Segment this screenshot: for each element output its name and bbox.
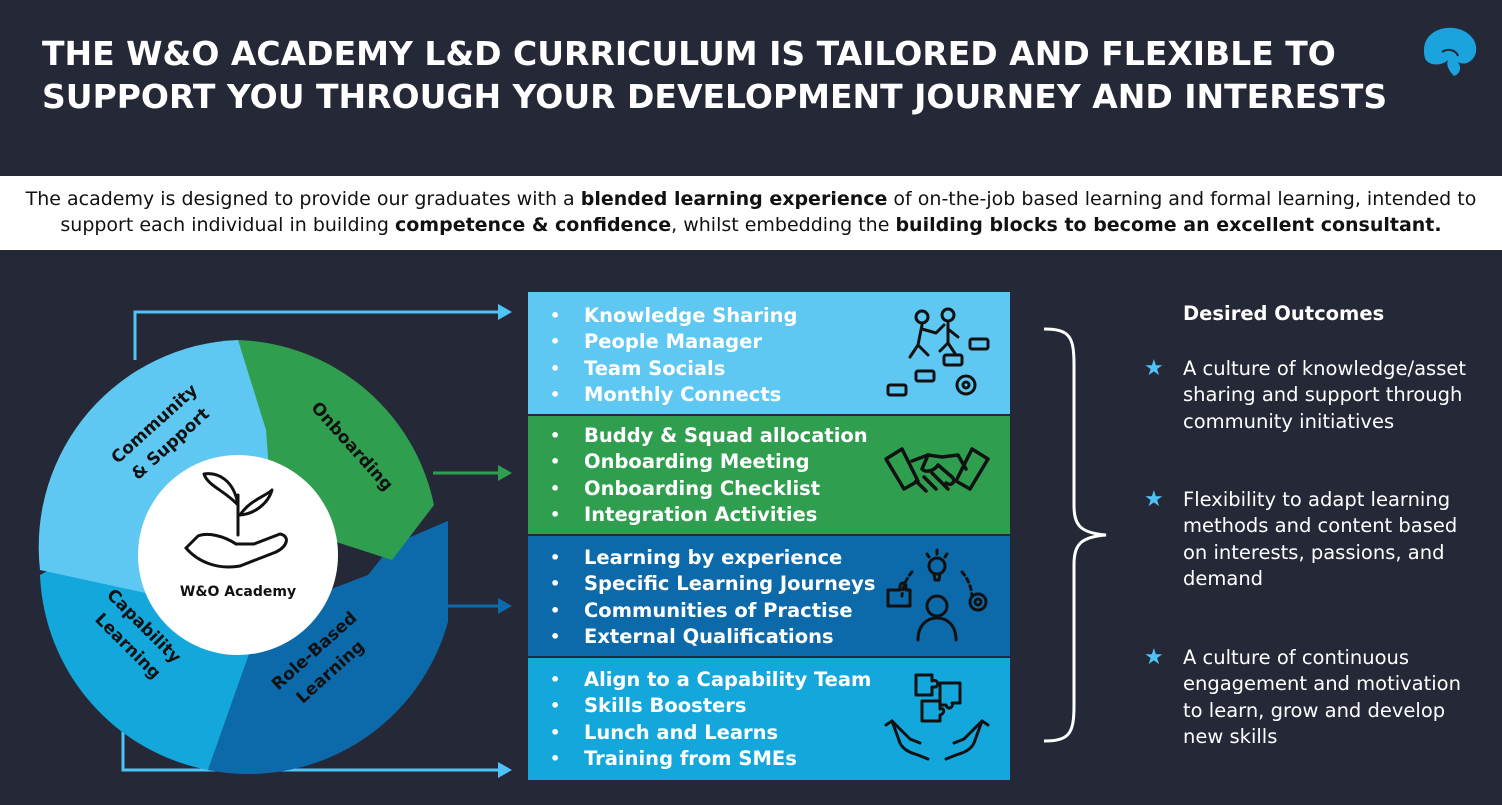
intro-text-3: , whilst embedding the — [671, 214, 896, 236]
page-title: THE W&O ACADEMY L&D CURRICULUM IS TAILOR… — [42, 34, 1388, 116]
role-based-list: Learning by experience Specific Learning… — [550, 545, 1010, 651]
outcomes-heading: Desired Outcomes — [1183, 302, 1385, 325]
list-item: Integration Activities — [550, 502, 1010, 529]
list-item: Buddy & Squad allocation — [550, 423, 1010, 450]
wheel-center-circle — [138, 455, 338, 655]
handshake-icon — [884, 447, 990, 493]
list-item: Lunch and Learns — [550, 720, 1010, 747]
climbing-steps-icon — [886, 307, 990, 397]
intro-description: The academy is designed to provide our g… — [0, 176, 1502, 250]
outcomes-brace — [1043, 327, 1107, 743]
onboarding-box: Buddy & Squad allocation Onboarding Meet… — [528, 416, 1010, 534]
intro-text-1: The academy is designed to provide our g… — [25, 188, 581, 210]
community-support-box: Knowledge Sharing People Manager Team So… — [528, 292, 1010, 414]
capability-list: Align to a Capability Team Skills Booste… — [550, 667, 1010, 773]
capability-learning-box: Align to a Capability Team Skills Booste… — [528, 658, 1010, 780]
list-item: External Qualifications — [550, 624, 1010, 651]
list-item: Onboarding Checklist — [550, 476, 1010, 503]
intro-bold-3: building blocks to become an excellent c… — [895, 214, 1442, 236]
outcome-text: A culture of continuous engagement and m… — [1183, 646, 1461, 748]
community-support-list: Knowledge Sharing People Manager Team So… — [550, 303, 1010, 409]
star-icon: ★ — [1144, 356, 1164, 381]
plant-hand-icon — [184, 472, 288, 569]
academy-cycle-wheel: W&O Academy Community & Support Onboardi… — [38, 340, 448, 774]
onboarding-list: Buddy & Squad allocation Onboarding Meet… — [550, 423, 1010, 529]
intro-text-2: of on-the-job based learning and formal … — [60, 188, 1477, 236]
list-item: Align to a Capability Team — [550, 667, 1010, 694]
list-item: Onboarding Meeting — [550, 449, 1010, 476]
wheel-center-label: W&O Academy — [180, 584, 296, 600]
outcome-text: A culture of knowledge/asset sharing and… — [1183, 357, 1466, 433]
list-item: People Manager — [550, 329, 1010, 356]
list-item: Communities of Practise — [550, 598, 1010, 625]
company-logo-icon — [1424, 27, 1477, 77]
list-item: Specific Learning Journeys — [550, 571, 1010, 598]
arrow-head-role-based — [498, 598, 512, 614]
list-item: Training from SMEs — [550, 746, 1010, 773]
title-bar: THE W&O ACADEMY L&D CURRICULUM IS TAILOR… — [0, 0, 1502, 172]
role-based-learning-box: Learning by experience Specific Learning… — [528, 536, 1010, 656]
list-item: Skills Boosters — [550, 693, 1010, 720]
intro-bold-2: competence & confidence — [394, 214, 672, 236]
arrow-head-onboarding — [498, 465, 512, 481]
arrow-head-top — [498, 304, 512, 320]
learner-ideas-icon — [886, 548, 988, 642]
wheel-segment-capability — [40, 540, 263, 770]
wheel-segment-role-based — [208, 520, 448, 774]
list-item: Knowledge Sharing — [550, 303, 1010, 330]
star-icon: ★ — [1144, 487, 1164, 512]
intro-bold-1: blended learning experience — [580, 188, 888, 210]
list-item: Learning by experience — [550, 545, 1010, 572]
star-icon: ★ — [1144, 645, 1164, 670]
outcome-text: Flexibility to adapt learning methods an… — [1183, 488, 1458, 590]
arrow-head-bottom — [498, 762, 512, 778]
puzzle-hands-icon — [884, 673, 990, 761]
list-item: Monthly Connects — [550, 382, 1010, 409]
list-item: Team Socials — [550, 356, 1010, 383]
